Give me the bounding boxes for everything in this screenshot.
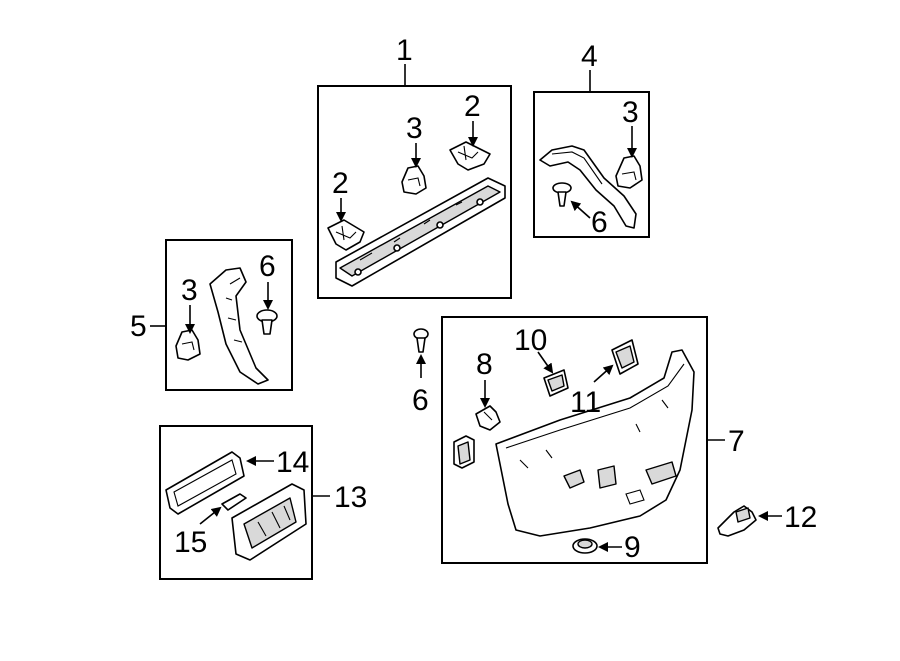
callout-2-left[interactable]: 2 (332, 167, 349, 200)
clip-3-pillar[interactable] (175, 329, 201, 361)
callout-10[interactable]: 10 (514, 324, 547, 357)
callout-9[interactable]: 9 (624, 531, 641, 564)
callout-3-upper[interactable]: 3 (406, 112, 423, 145)
callout-13[interactable]: 13 (334, 481, 367, 514)
group-4: 4 3 6 (533, 40, 650, 239)
bulb-15[interactable] (221, 493, 247, 511)
liftgate-trim-panel[interactable] (495, 349, 695, 537)
callout-7[interactable]: 7 (728, 425, 745, 458)
push-pin-6-loose[interactable] (413, 328, 429, 353)
bumper-12[interactable] (717, 505, 757, 537)
callout-6-loose[interactable]: 6 (412, 384, 429, 417)
pillar-trim[interactable] (209, 267, 269, 385)
callout-5[interactable]: 5 (130, 310, 147, 343)
callout-3-pillar[interactable]: 3 (181, 274, 198, 307)
callout-11[interactable]: 11 (570, 386, 601, 419)
callout-12[interactable]: 12 (784, 501, 817, 534)
callout-6-handle[interactable]: 6 (591, 206, 608, 239)
callout-1[interactable]: 1 (396, 34, 413, 67)
push-pin-6-pillar[interactable] (256, 309, 278, 335)
cover-10[interactable] (543, 369, 569, 397)
push-pin-6-handle[interactable] (552, 182, 572, 207)
group-5-box (165, 239, 293, 391)
clip-3[interactable] (401, 165, 427, 195)
clip-3-handle[interactable] (615, 155, 643, 189)
group-5: 5 3 6 (130, 239, 293, 391)
pull-handle[interactable] (539, 145, 637, 229)
clip-2-left[interactable] (327, 219, 365, 251)
group-4-box (533, 91, 650, 238)
callout-3-handle[interactable]: 3 (622, 96, 639, 129)
callout-2-right[interactable]: 2 (464, 90, 481, 123)
group-13: 13 14 15 (159, 425, 367, 580)
cover-11[interactable] (611, 339, 639, 375)
upper-trim-panel[interactable] (335, 177, 506, 287)
group-13-box (159, 425, 313, 580)
group-1-box (317, 85, 512, 299)
group-7: 7 8 10 11 (441, 316, 745, 564)
callout-8[interactable]: 8 (476, 348, 493, 381)
group-1: 1 2 3 2 (317, 34, 512, 299)
lamp-lens-14[interactable] (165, 451, 245, 515)
clip-2-right[interactable] (449, 141, 491, 171)
clip-8[interactable] (475, 405, 501, 431)
cover-trim-left[interactable] (453, 435, 475, 469)
callout-14[interactable]: 14 (276, 446, 309, 479)
callout-15[interactable]: 15 (174, 526, 207, 559)
callout-4[interactable]: 4 (581, 40, 598, 73)
callout-6-pillar[interactable]: 6 (259, 250, 276, 283)
lamp-housing[interactable] (231, 483, 307, 561)
retainer-9[interactable] (572, 538, 598, 554)
